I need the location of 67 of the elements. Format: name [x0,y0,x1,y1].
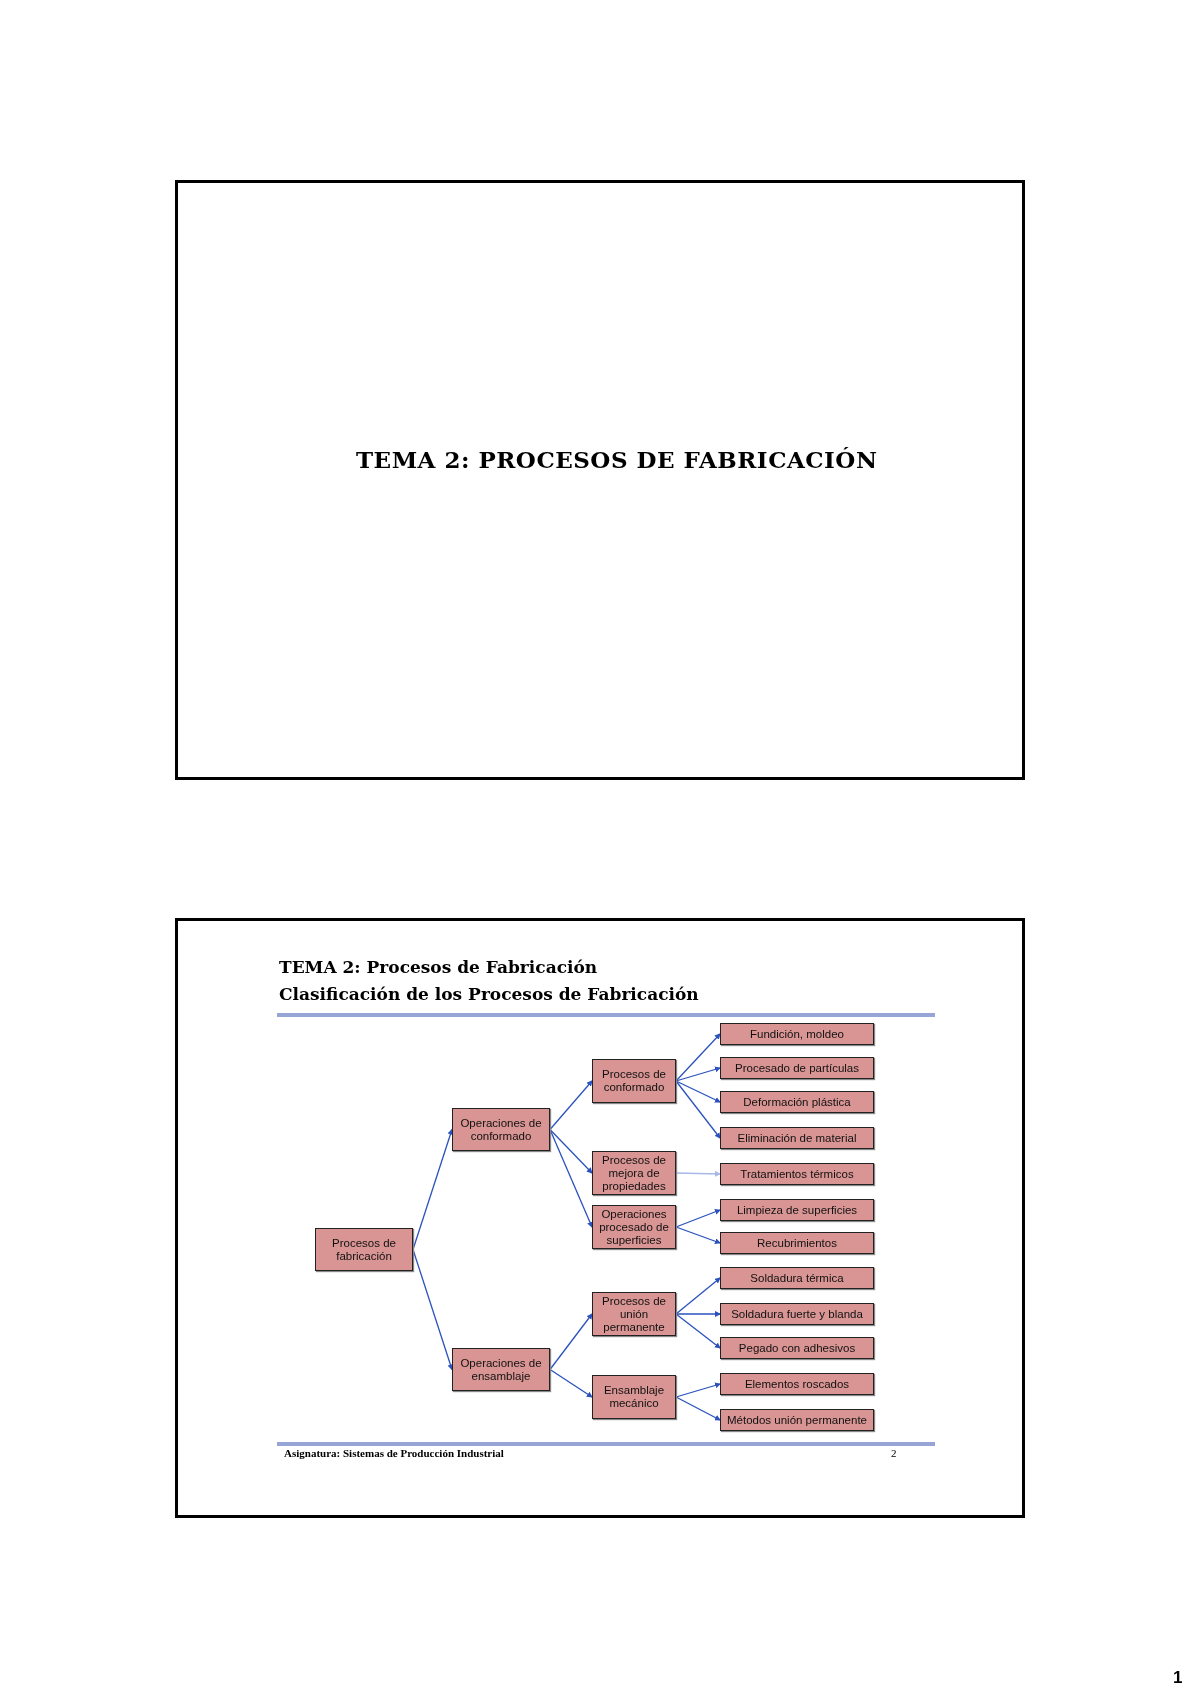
process-box [720,1267,874,1289]
process-box [720,1163,874,1185]
slide-title: TEMA 2: PROCESOS DE FABRICACIÓN [356,446,878,473]
box-label: Procesos de unión permanente [601,1294,667,1334]
page-number: 1 [1173,1668,1183,1688]
box-label: Soldadura térmica [750,1271,844,1285]
box-label: Métodos unión permanente [727,1413,867,1427]
process-box [720,1337,874,1359]
box-label: Operaciones de ensamblaje [459,1356,543,1383]
process-box [315,1228,413,1271]
slide-frame [175,180,1025,780]
process-box [452,1108,550,1151]
slide-frame [175,918,1025,1518]
box-label: Operaciones procesado de superficies [598,1207,670,1247]
process-box [592,1375,676,1419]
process-box [720,1127,874,1149]
arrow [675,1396,721,1421]
box-label: Eliminación de material [737,1131,857,1145]
arrow [675,1382,721,1398]
slide-heading: TEMA 2: Procesos de Fabricación [279,957,598,977]
box-label: Pegado con adhesivos [738,1341,856,1355]
arrow [675,1080,721,1139]
process-box [592,1205,676,1249]
process-box [720,1232,874,1254]
process-box [720,1303,874,1325]
process-box [720,1091,874,1113]
box-label: Elementos roscados [744,1377,850,1391]
box-label: Soldadura fuerte y blanda [731,1307,863,1321]
box-label: Procesado de partículas [735,1061,859,1075]
arrow [549,1313,593,1371]
process-box [720,1057,874,1079]
footer-text: Asignatura: Sistemas de Producción Industrial [284,1447,504,1459]
box-label: Procesos de mejora de propiedades [601,1153,667,1193]
box-label: Recubrimientos [757,1236,837,1250]
arrow [412,1128,454,1251]
arrow [549,1128,593,1228]
arrow [675,1170,721,1177]
box-label: Operaciones de conformado [459,1116,543,1143]
slide-subheading: Clasificación de los Procesos de Fabricación [279,984,699,1004]
box-label: Fundición, moldeo [750,1027,844,1041]
page-number: 2 [891,1447,897,1459]
box-label: Tratamientos térmicos [740,1167,854,1181]
process-box [720,1409,874,1431]
arrow [675,1033,721,1082]
process-box [592,1151,676,1195]
box-label: Ensamblaje mecánico [602,1384,666,1410]
arrow [675,1277,721,1315]
arrow [549,1080,593,1131]
process-box [592,1059,676,1103]
process-box [452,1348,550,1391]
process-box [720,1199,874,1221]
arrow [549,1128,593,1174]
process-box [592,1292,676,1336]
process-box [720,1023,874,1045]
box-label: Limpieza de superficies [736,1203,858,1217]
arrow [675,1311,721,1317]
box-label: Deformación plástica [743,1095,851,1109]
arrow [675,1080,721,1103]
arrow [675,1209,721,1228]
arrow [675,1313,721,1349]
arrow [675,1066,721,1082]
arrow [675,1226,721,1245]
process-box [720,1373,874,1395]
box-label: Procesos de fabricación [331,1236,397,1263]
box-label: Procesos de conformado [601,1068,667,1094]
arrow [549,1368,593,1398]
arrow [412,1248,454,1371]
